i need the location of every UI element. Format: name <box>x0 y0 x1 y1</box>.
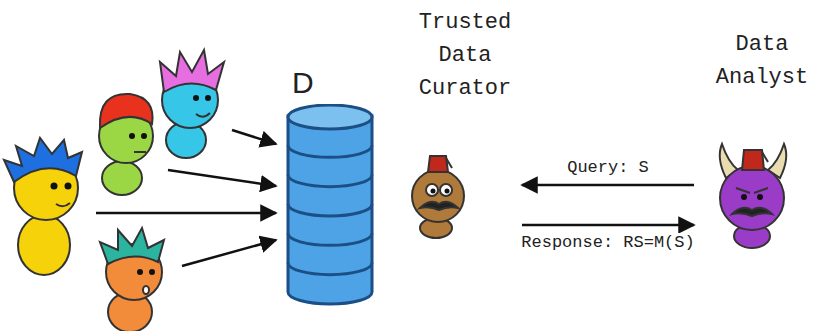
analyst-figure <box>720 144 787 248</box>
database-cylinder <box>284 104 376 306</box>
disk-band <box>288 233 372 245</box>
person-figure <box>160 50 224 158</box>
disk-band <box>288 263 372 275</box>
role-label: Trusted Data Curator <box>415 6 515 105</box>
disk-band <box>288 145 372 157</box>
database-label: D <box>284 66 376 99</box>
message-label: Query: S <box>565 158 651 177</box>
disk-band <box>288 204 372 216</box>
database-node: D <box>284 66 376 306</box>
curator-figure <box>412 156 464 238</box>
person-figure <box>99 94 153 195</box>
curator-node: Trusted Data Curator <box>412 6 518 238</box>
analyst-node: Data Analyst <box>698 28 826 250</box>
message-label: Response: RS=M(S) <box>519 233 696 252</box>
cylinder-body <box>288 116 372 304</box>
cylinder-top <box>288 105 372 129</box>
person-figure <box>100 228 164 331</box>
message-arrow <box>522 184 694 187</box>
role-label: Data Analyst <box>698 28 826 94</box>
message-arrow <box>522 224 694 227</box>
person-figure <box>4 138 82 275</box>
contribution-arrows <box>96 130 276 266</box>
disk-band <box>288 175 372 187</box>
